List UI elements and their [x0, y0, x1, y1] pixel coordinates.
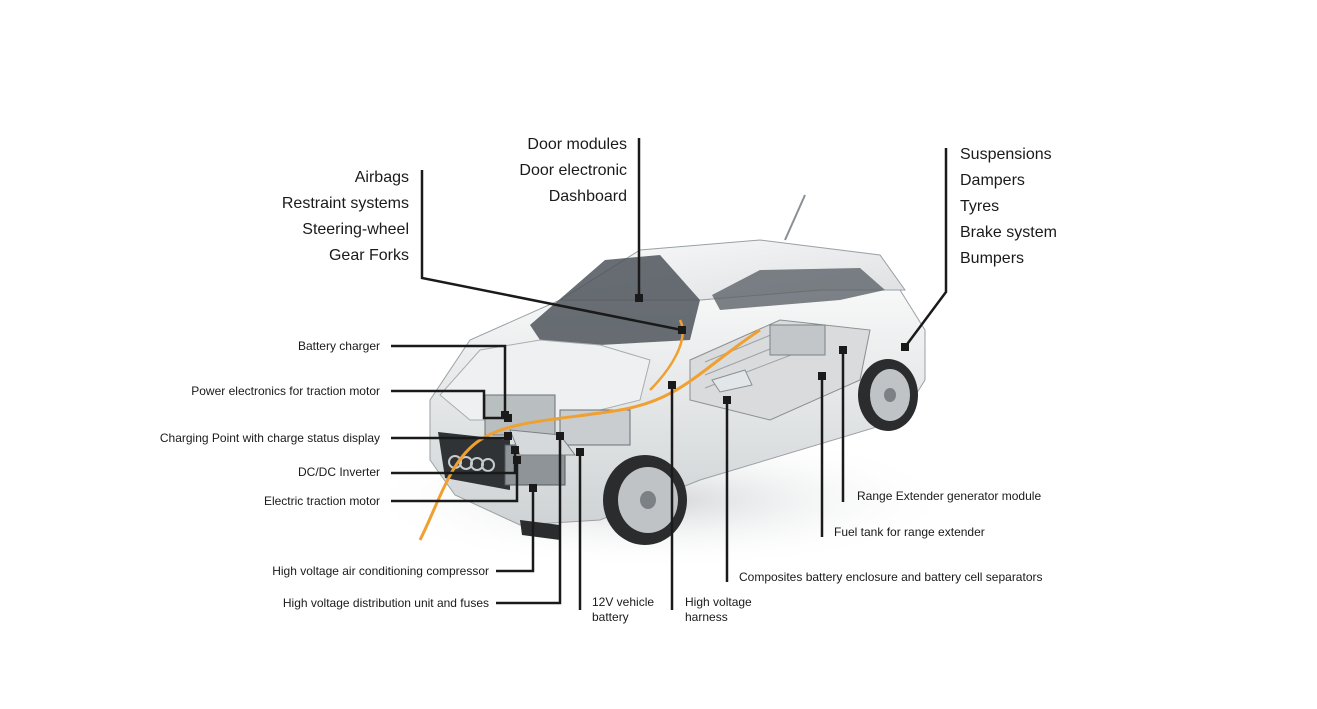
label-airbags: Airbags: [354, 169, 409, 186]
label-hv-harness: High voltage harness: [685, 596, 752, 626]
windshield: [530, 255, 700, 345]
label-range-extender: Range Extender generator module: [857, 489, 1042, 503]
anchor-traction-motor: [513, 456, 521, 464]
anchor-12v: [576, 448, 584, 456]
label-traction-motor: Electric traction motor: [263, 494, 380, 508]
anchor-enclosure: [723, 396, 731, 404]
anchor-airbags: [678, 326, 686, 334]
front-left-tyre: [520, 520, 560, 540]
anchor-range-extender: [839, 346, 847, 354]
chassis-group-labels: Suspensions Dampers Tyres Brake system B…: [960, 147, 1057, 277]
label-ac-compressor: High voltage air conditioning compressor: [272, 564, 489, 578]
label-dcdc-inverter: DC/DC Inverter: [297, 465, 380, 479]
anchor-charging-point: [504, 432, 512, 440]
label-battery-charger: Battery charger: [297, 339, 380, 353]
anchor-power-electronics: [504, 414, 512, 422]
label-gear-forks: Gear Forks: [328, 247, 409, 264]
brand-rings: [448, 455, 495, 472]
label-tyres: Tyres: [960, 198, 1000, 215]
leader-traction-motor: [391, 460, 519, 503]
airbags-group-labels: Airbags Restraint systems Steering-wheel…: [282, 170, 409, 274]
label-dampers: Dampers: [960, 172, 1025, 189]
anchor-doors: [635, 294, 643, 302]
side-window: [712, 268, 885, 310]
anchor-chassis: [901, 343, 909, 351]
leader-hv-distribution: [496, 436, 562, 605]
label-fuel-tank: Fuel tank for range extender: [834, 525, 985, 539]
label-door-modules: Door modules: [527, 136, 627, 153]
label-door-electronic: Door electronic: [519, 162, 627, 179]
label-harness-line2: harness: [685, 610, 728, 624]
label-steering-wheel: Steering-wheel: [302, 221, 409, 238]
label-bumpers: Bumpers: [960, 250, 1025, 267]
anchor-points: [501, 294, 909, 492]
label-harness-line1: High voltage: [685, 595, 752, 609]
grille: [438, 432, 510, 490]
engine-component-2: [559, 409, 631, 446]
engine-component: [484, 394, 556, 436]
hv-cable: [418, 328, 761, 541]
label-suspensions: Suspensions: [960, 146, 1052, 163]
anchor-ac-compressor: [529, 484, 537, 492]
leader-battery-charger: [391, 344, 507, 415]
label-12v-line2: battery: [592, 610, 629, 624]
antenna: [784, 194, 806, 241]
leader-chassis: [903, 148, 948, 348]
wing-mirror: [711, 369, 753, 393]
rear-wheel: [858, 359, 918, 431]
range-extender-block: [769, 324, 826, 356]
anchor-dcdc: [511, 446, 519, 454]
label-12v-line1: 12V vehicle: [592, 595, 655, 609]
label-charging-point: Charging Point with charge status displa…: [159, 431, 380, 445]
label-brake-system: Brake system: [960, 224, 1057, 241]
label-restraint-systems: Restraint systems: [281, 195, 409, 212]
anchor-hv-harness: [668, 381, 676, 389]
leader-ac-compressor: [496, 488, 535, 573]
leader-power-electronics: [391, 389, 508, 420]
label-12v-battery: 12V vehicle battery: [592, 596, 654, 626]
leader-airbags: [420, 170, 683, 332]
front-wheel: [603, 455, 687, 545]
label-power-electronics: Power electronics for traction motor: [191, 384, 380, 398]
label-dashboard: Dashboard: [548, 188, 627, 205]
anchor-fuel-tank: [818, 372, 826, 380]
label-battery-enclosure: Composites battery enclosure and battery…: [739, 570, 1043, 584]
label-hv-distribution: High voltage distribution unit and fuses: [282, 596, 489, 610]
anchor-hv-distribution: [556, 432, 564, 440]
doors-group-labels: Door modules Door electronic Dashboard: [519, 137, 627, 215]
